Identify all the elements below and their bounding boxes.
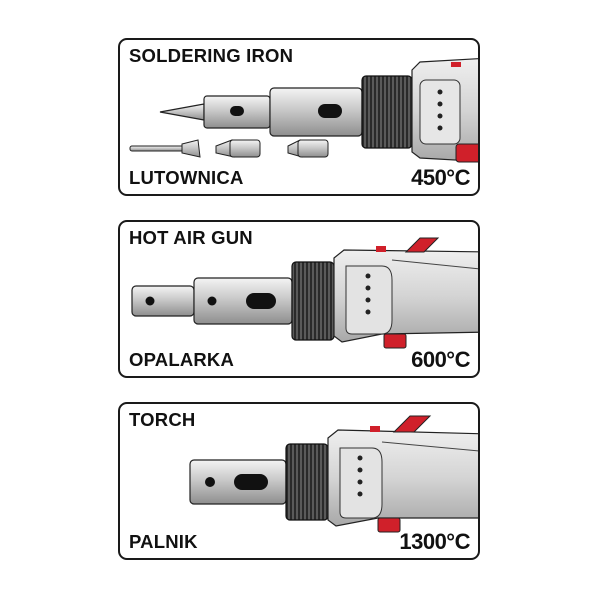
temperature-label: 450°C — [411, 165, 470, 190]
red-lever — [392, 415, 432, 433]
knurled-nut — [361, 75, 413, 149]
soldering-tip — [159, 103, 205, 121]
torch-panel: TORCH PALNIK 1300°C — [118, 402, 480, 560]
panel-title: SOLDERING IRON — [129, 45, 294, 66]
panel-subtitle: OPALARKA — [129, 349, 235, 370]
panel-title: HOT AIR GUN — [129, 227, 253, 248]
temperature-label: 1300°C — [399, 529, 470, 554]
red-trigger — [455, 143, 478, 163]
soldering-iron-illustration — [129, 58, 478, 163]
panel-subtitle: LUTOWNICA — [129, 167, 244, 188]
torch-illustration — [189, 415, 478, 533]
panel-subtitle: PALNIK — [129, 531, 198, 552]
red-lever — [404, 237, 440, 253]
nozzle — [131, 285, 195, 317]
knurled-nut — [285, 443, 329, 521]
temperature-label: 600°C — [411, 347, 470, 372]
spare-tips — [129, 139, 329, 158]
red-trigger — [383, 333, 407, 349]
soldering-iron-panel: SOLDERING IRON — [118, 38, 480, 196]
hot-air-gun-panel: HOT AIR GUN OPALARKA 600°C — [118, 220, 480, 378]
panel-title: TORCH — [129, 409, 196, 430]
hot-air-gun-illustration — [131, 237, 478, 349]
red-trigger — [377, 517, 401, 533]
barrel — [269, 87, 363, 137]
knurled-nut — [291, 261, 335, 341]
